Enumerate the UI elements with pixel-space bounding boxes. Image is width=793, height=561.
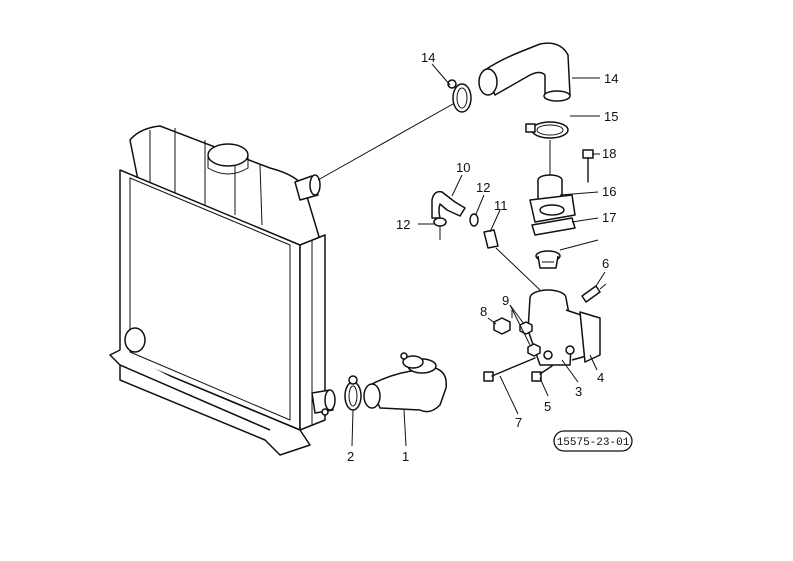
thermostat-gasket bbox=[531, 217, 576, 236]
reference-code-text: 15575-23-01 bbox=[557, 437, 630, 449]
callout-7: 7 bbox=[515, 415, 522, 430]
thermostat-cover bbox=[529, 174, 576, 223]
hose-clamp-small-left bbox=[433, 217, 447, 240]
leader-lines bbox=[351, 63, 606, 447]
callout-11: 11 bbox=[494, 198, 508, 213]
callout-15: 16 bbox=[602, 184, 616, 199]
hose-clamp-2 bbox=[344, 375, 362, 411]
reference-code-label: 15575-23-01 bbox=[553, 430, 633, 452]
thermostat bbox=[535, 250, 561, 269]
callout-13: 14 bbox=[604, 71, 618, 86]
bolt-17 bbox=[582, 149, 594, 183]
hose-clamp-small-right bbox=[469, 213, 479, 227]
callout-17: 18 bbox=[602, 146, 616, 161]
lower-hose bbox=[363, 358, 448, 413]
assembly-line-upper bbox=[317, 99, 461, 181]
callout-5: 5 bbox=[544, 399, 551, 414]
callout-12-left: 12 bbox=[396, 217, 410, 232]
bolt-5 bbox=[531, 365, 553, 382]
callout-16: 17 bbox=[602, 210, 616, 225]
hose-nipple bbox=[483, 229, 499, 249]
upper-hose bbox=[478, 42, 571, 102]
callout-4: 4 bbox=[597, 370, 604, 385]
callout-12-right: 12 bbox=[476, 180, 490, 195]
hose-clamp-lower bbox=[525, 121, 569, 139]
callout-14-lower: 15 bbox=[604, 109, 618, 124]
nut-8 bbox=[493, 317, 511, 335]
callout-9: 9 bbox=[502, 293, 509, 308]
callouts: 14 14 15 18 16 17 10 12 12 11 6 9 8 3 4 … bbox=[347, 50, 618, 464]
hose-clamp-lower-hose bbox=[400, 352, 424, 369]
callout-1: 1 bbox=[402, 449, 409, 464]
bypass-hose bbox=[431, 190, 466, 219]
assembly-line-nipple bbox=[495, 247, 541, 291]
callout-6: 6 bbox=[602, 256, 609, 271]
bolt-7 bbox=[483, 357, 536, 382]
callout-10: 10 bbox=[456, 160, 470, 175]
temperature-sensor bbox=[581, 283, 607, 303]
radiator bbox=[109, 125, 336, 456]
callout-3: 3 bbox=[575, 384, 582, 399]
callout-8: 8 bbox=[480, 304, 487, 319]
callout-2: 2 bbox=[347, 449, 354, 464]
callout-14-upper: 14 bbox=[421, 50, 435, 65]
housing-gasket bbox=[579, 311, 601, 363]
radiator-filler-cap bbox=[207, 143, 249, 167]
hose-clamp-upper bbox=[447, 79, 472, 113]
